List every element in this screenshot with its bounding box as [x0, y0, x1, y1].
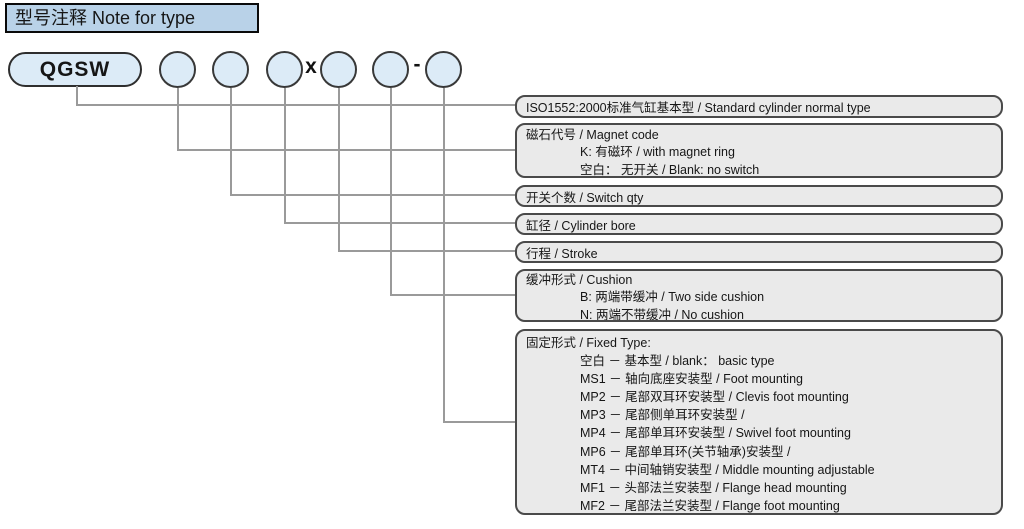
connector-bore-v: [284, 88, 286, 224]
page-title: 型号注释 Note for type: [5, 3, 259, 33]
legend-line: 缓冲形式 / Cushion: [526, 273, 633, 287]
legend-line: 空白： 无开关 / Blank: no switch: [580, 162, 760, 177]
legend-line: MF2 － 尾部法兰安装型 / Flange foot mounting: [580, 498, 840, 513]
legend-magnet-code: 磁石代号 / Magnet code K: 有磁环 / with magnet …: [515, 123, 1003, 178]
legend-switch-qty: 开关个数 / Switch qty: [515, 185, 1003, 207]
connector-switch-h: [230, 194, 516, 196]
legend-line: 缸径 / Cylinder bore: [526, 218, 636, 233]
legend-line: 开关个数 / Switch qty: [526, 190, 644, 205]
legend-line: MP4 － 尾部单耳环安装型 / Swivel foot mounting: [580, 426, 851, 441]
code-circle-stroke: [320, 51, 357, 88]
legend-line: 固定形式 / Fixed Type:: [526, 336, 651, 350]
connector-cushion-v: [390, 88, 392, 296]
legend-line: MS1 － 轴向底座安装型 / Foot mounting: [580, 372, 803, 387]
legend-standard-type: ISO1552:2000标准气缸基本型 / Standard cylinder …: [515, 95, 1003, 118]
separator-x: x: [305, 55, 317, 78]
legend-line: 空白 － 基本型 / blank： basic type: [580, 354, 775, 369]
connector-standard-h: [76, 104, 516, 106]
legend-stroke: 行程 / Stroke: [515, 241, 1003, 263]
code-circle-cushion: [372, 51, 409, 88]
code-circle-fixed-type: [425, 51, 462, 88]
connector-cushion-h: [390, 294, 516, 296]
connector-fixed-h: [443, 421, 516, 423]
legend-line: MP3 － 尾部侧单耳环安装型 /: [580, 408, 745, 423]
legend-cylinder-bore: 缸径 / Cylinder bore: [515, 213, 1003, 235]
legend-line: MP2 － 尾部双耳环安装型 / Clevis foot mounting: [580, 390, 849, 405]
connector-stroke-v: [338, 88, 340, 252]
connector-fixed-v: [443, 88, 445, 423]
legend-line: 磁石代号 / Magnet code: [526, 128, 659, 142]
legend-line: K: 有磁环 / with magnet ring: [580, 145, 735, 160]
code-circle-switch-qty: [212, 51, 249, 88]
code-circle-magnet: [159, 51, 196, 88]
connector-switch-v: [230, 88, 232, 196]
connector-magnet-v: [177, 88, 179, 151]
legend-line: ISO1552:2000标准气缸基本型 / Standard cylinder …: [526, 101, 871, 115]
code-circle-bore: [266, 51, 303, 88]
legend-line: MP6 － 尾部单耳环(关节轴承)安装型 /: [580, 444, 791, 459]
legend-line: MT4 － 中间轴销安装型 / Middle mounting adjustab…: [580, 462, 875, 477]
connector-standard-v: [76, 86, 78, 106]
connector-magnet-h: [177, 149, 516, 151]
legend-line: N: 两端不带缓冲 / No cushion: [580, 307, 744, 322]
legend-fixed-type: 固定形式 / Fixed Type: 空白 － 基本型 / blank： bas…: [515, 329, 1003, 515]
separator-dash: -: [413, 53, 421, 76]
legend-line: MF1 － 头部法兰安装型 / Flange head mounting: [580, 480, 847, 495]
legend-line: B: 两端带缓冲 / Two side cushion: [580, 290, 765, 305]
connector-stroke-h: [338, 250, 516, 252]
legend-line: 行程 / Stroke: [526, 246, 598, 261]
model-prefix-pill: QGSW: [8, 52, 142, 87]
connector-bore-h: [284, 222, 516, 224]
legend-cushion: 缓冲形式 / Cushion B: 两端带缓冲 / Two side cushi…: [515, 269, 1003, 322]
